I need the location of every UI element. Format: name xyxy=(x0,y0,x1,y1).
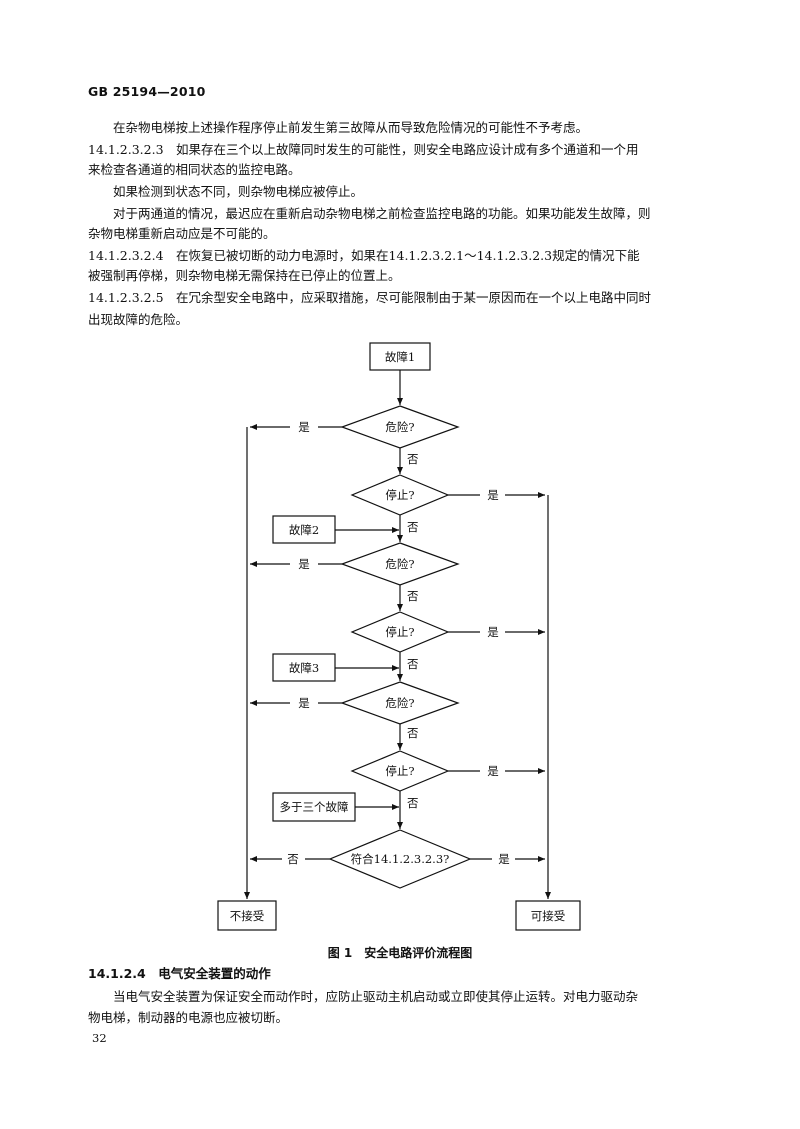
paragraph-line: 杂物电梯重新启动应是不可能的。 xyxy=(88,226,276,241)
no-label: 否 xyxy=(407,452,419,466)
paragraph-line: 对于两通道的情况，最迟应在重新启动杂物电梯之前检查监控电路的功能。如果功能发生故… xyxy=(113,206,651,221)
stop-label-3: 停止? xyxy=(385,764,414,778)
fault-more-label: 多于三个故障 xyxy=(280,800,349,814)
no-label: 否 xyxy=(407,589,419,603)
no-label: 否 xyxy=(407,657,419,671)
section-body-line: 物电梯，制动器的电源也应被切断。 xyxy=(88,1010,289,1025)
accept-label: 可接受 xyxy=(531,909,566,923)
stop-label-1: 停止? xyxy=(385,488,414,502)
paragraph-line: 出现故障的危险。 xyxy=(88,312,189,327)
paragraph-line: 在杂物电梯按上述操作程序停止前发生第三故障从而导致危险情况的可能性不予考虑。 xyxy=(113,120,589,135)
reject-label: 不接受 xyxy=(230,909,265,923)
paragraph-line: 来检查各通道的相同状态的监控电路。 xyxy=(88,162,301,177)
paragraph-line: 14.1.2.3.2.5 在冗余型安全电路中，应采取措施，尽可能限制由于某一原因… xyxy=(88,290,652,305)
accept-box xyxy=(515,900,581,931)
stop-label-2: 停止? xyxy=(385,625,414,639)
fault2-label: 故障2 xyxy=(289,523,319,537)
yes-label: 是 xyxy=(498,852,510,866)
fault1-label: 故障1 xyxy=(385,350,415,364)
no-label: 否 xyxy=(287,852,299,866)
paragraph-line: 14.1.2.3.2.3 如果存在三个以上故障同时发生的可能性，则安全电路应设计… xyxy=(88,142,639,157)
yes-label: 是 xyxy=(487,625,499,639)
section-body-line: 当电气安全装置为保证安全而动作时，应防止驱动主机启动或立即使其停止运转。对电力驱… xyxy=(113,989,639,1004)
paragraph-line: 被强制再停梯，则杂物电梯无需保持在已停止的位置上。 xyxy=(88,268,401,283)
danger-label-1: 危险? xyxy=(385,420,414,434)
paragraph-line: 如果检测到状态不同，则杂物电梯应被停止。 xyxy=(113,184,364,199)
yes-label: 是 xyxy=(298,696,310,710)
page-number: 32 xyxy=(92,1031,107,1045)
yes-label: 是 xyxy=(298,557,310,571)
yes-label: 是 xyxy=(487,764,499,778)
section-heading: 14.1.2.4 电气安全装置的动作 xyxy=(88,966,271,981)
figure-caption: 图 1 安全电路评价流程图 xyxy=(328,945,473,960)
danger-label-2: 危险? xyxy=(385,557,414,571)
no-label: 否 xyxy=(407,520,419,534)
reject-box xyxy=(217,900,277,931)
fault3-label: 故障3 xyxy=(289,661,319,675)
standard-header: GB 25194—2010 xyxy=(88,84,206,99)
comply-label: 符合14.1.2.3.2.3? xyxy=(351,852,450,866)
no-label: 否 xyxy=(407,726,419,740)
yes-label: 是 xyxy=(298,420,310,434)
no-label: 否 xyxy=(407,796,419,810)
danger-label-3: 危险? xyxy=(385,696,414,710)
comply-decision xyxy=(328,829,472,889)
yes-label: 是 xyxy=(487,488,499,502)
paragraph-line: 14.1.2.3.2.4 在恢复已被切断的动力电源时，如果在14.1.2.3.2… xyxy=(88,248,640,263)
